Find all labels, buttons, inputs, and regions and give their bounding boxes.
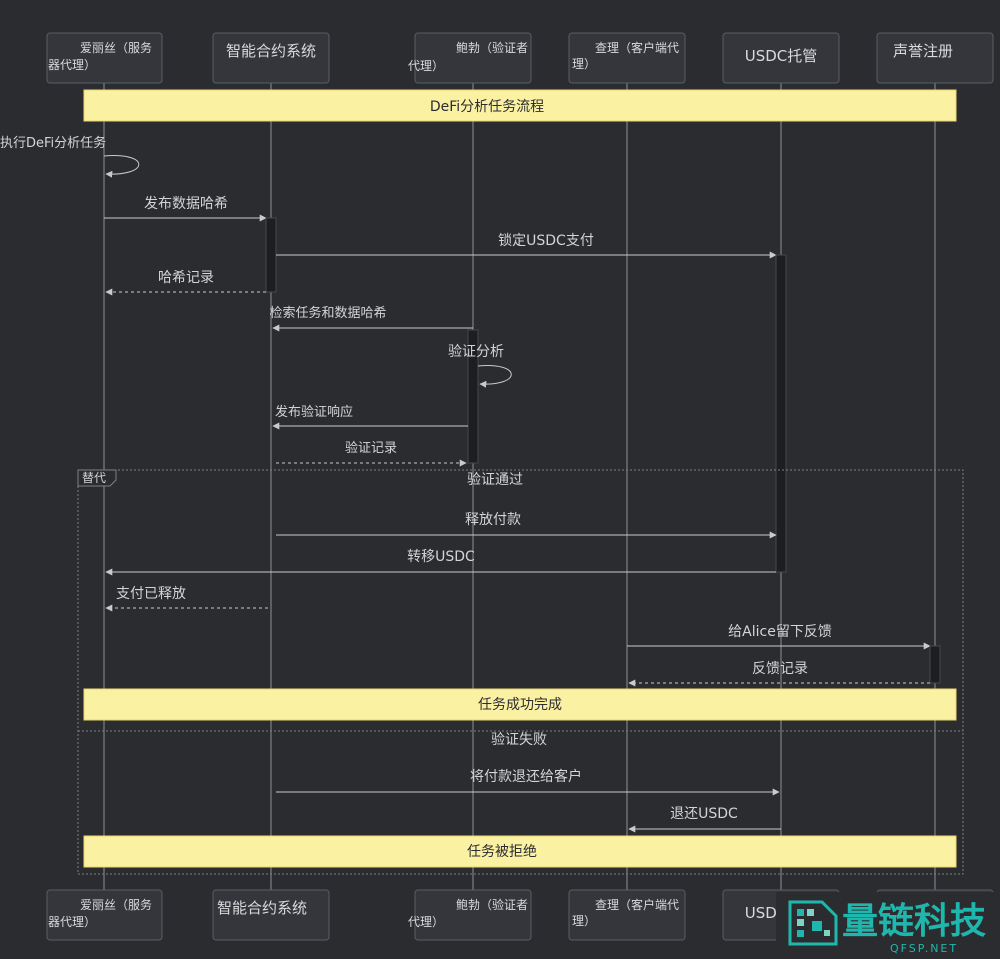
actor-bob-bottom: 鲍勃（验证者 代理） [408, 889, 532, 941]
actor-contract-bottom: 智能合约系统 [212, 889, 330, 941]
msg-verify-recorded-label: 验证记录 [345, 440, 397, 456]
watermark-sub: QFSP.NET [890, 942, 958, 955]
actor-contract-top: 智能合约系统 [212, 32, 330, 84]
msg-payment-released-label: 支付已释放 [116, 586, 186, 602]
alt-frame-tag-text: 替代 [82, 471, 106, 485]
actor-charlie-label-2: 理） [572, 57, 596, 71]
actor-charlie-bottom-label-2: 理） [572, 914, 596, 928]
watermark-text: 量链科技 [842, 901, 986, 942]
actor-contract-bottom-label: 智能合约系统 [217, 899, 307, 917]
actor-bob-top: 鲍勃（验证者 代理） [408, 32, 532, 84]
actor-charlie-label-1: 查理（客户端代 [595, 40, 679, 55]
actor-charlie-bottom: 查理（客户端代 理） [568, 889, 686, 941]
msg-return-usdc-label: 退还USDC [670, 806, 738, 822]
actor-charlie-top: 查理（客户端代 理） [568, 32, 686, 84]
note-rejected-text: 任务被拒绝 [467, 844, 537, 860]
note-rejected: 任务被拒绝 [83, 835, 957, 868]
actor-reputation-top: 声誉注册 [876, 32, 994, 84]
msg-hash-recorded-label: 哈希记录 [158, 270, 214, 286]
actor-charlie-bottom-label-1: 查理（客户端代 [595, 897, 679, 912]
msg-publish-hash-label: 发布数据哈希 [144, 196, 228, 212]
msg-refund-label: 将付款退还给客户 [470, 768, 582, 785]
actor-contract-label: 智能合约系统 [226, 42, 316, 60]
actor-escrow-top: USDC托管 [722, 32, 840, 84]
alt-frame-tag: 替代 [77, 469, 117, 487]
watermark-logo: 量链科技 QFSP.NET [776, 892, 1000, 959]
msg-publish-verify-label: 发布验证响应 [275, 404, 353, 420]
note-success: 任务成功完成 [83, 688, 957, 721]
msg-retrieve-label: 检索任务和数据哈希 [269, 305, 386, 321]
activation-escrow [775, 254, 787, 573]
msg-lock-usdc-label: 锁定USDC支付 [498, 233, 594, 249]
msg-execute-task-label: 执行DeFi分析任务 [0, 135, 106, 151]
actor-alice-label-2: 器代理） [48, 58, 96, 72]
alt-frame [77, 469, 964, 875]
actor-alice-label-1: 爱丽丝（服务 [80, 40, 152, 55]
activation-contract [265, 217, 277, 293]
actor-escrow-label: USDC托管 [745, 47, 818, 65]
qr-logo-icon [788, 900, 838, 946]
msg-feedback-recorded-label: 反馈记录 [752, 661, 808, 677]
note-flow-title-text: DeFi分析任务流程 [430, 99, 544, 115]
note-success-text: 任务成功完成 [478, 697, 562, 713]
actor-alice-bottom-label-1: 爱丽丝（服务 [80, 897, 152, 912]
activation-reputation [929, 645, 941, 684]
msg-execute-task-arrow [103, 155, 140, 178]
alt-cond-pass: 验证通过 [467, 472, 523, 488]
msg-feedback-label: 给Alice留下反馈 [728, 624, 832, 640]
actor-bob-bottom-label-2: 代理） [408, 915, 444, 929]
actor-bob-label-2: 代理） [408, 59, 444, 73]
actor-alice-top: 爱丽丝（服务 器代理） [46, 32, 163, 84]
actor-bob-label-1: 鲍勃（验证者 [456, 40, 528, 55]
actor-reputation-label: 声誉注册 [893, 42, 953, 60]
note-flow-title: DeFi分析任务流程 [83, 89, 957, 122]
msg-verify-analysis-arrow [477, 365, 512, 388]
actor-alice-bottom-label-2: 器代理） [48, 915, 96, 929]
activation-bob [467, 329, 479, 464]
actor-bob-bottom-label-1: 鲍勃（验证者 [456, 897, 528, 912]
msg-transfer-usdc-label: 转移USDC [407, 549, 475, 565]
msg-release-payment-label: 释放付款 [465, 512, 521, 528]
msg-verify-analysis-label: 验证分析 [448, 344, 504, 360]
actor-alice-bottom: 爱丽丝（服务 器代理） [46, 889, 163, 941]
alt-cond-fail: 验证失败 [491, 732, 547, 748]
